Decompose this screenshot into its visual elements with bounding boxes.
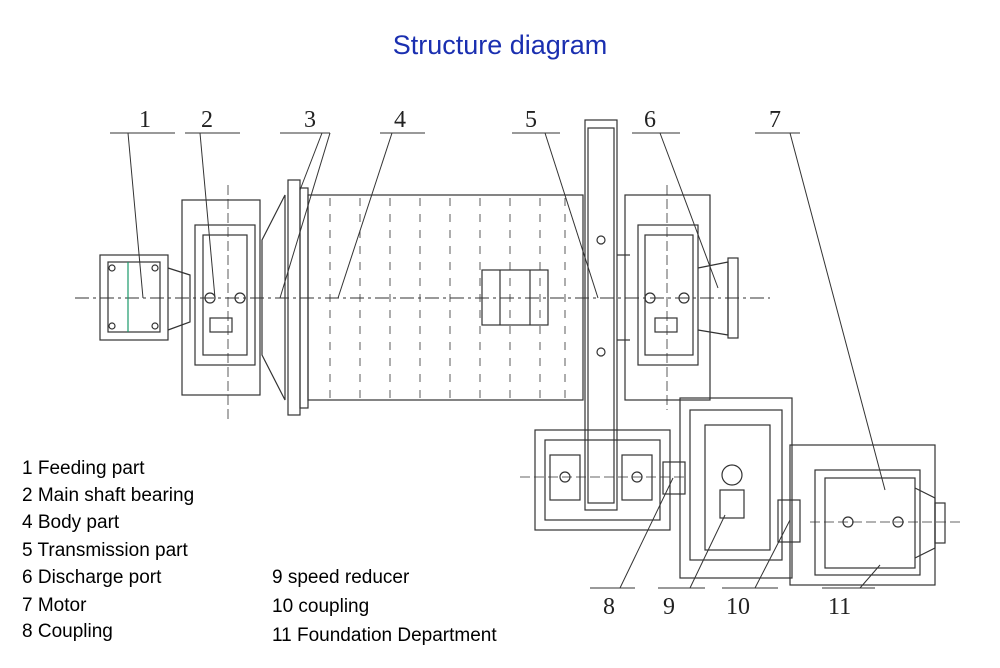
foundation <box>789 444 936 586</box>
diagram-title: Structure diagram <box>392 30 608 60</box>
speed-reducer <box>679 397 793 579</box>
motor <box>810 477 960 569</box>
legend-item: 7 Motor <box>22 595 87 616</box>
callout-2: 2 <box>201 107 213 133</box>
callout-7: 7 <box>769 107 781 133</box>
pinion-assembly <box>520 429 685 531</box>
legend-item: 6 Discharge port <box>22 567 162 588</box>
coupling-8 <box>662 461 686 495</box>
legend-item: 4 Body part <box>22 512 120 533</box>
callout-4: 4 <box>394 107 406 133</box>
legend-item: 8 Coupling <box>22 621 113 642</box>
main-shaft-bearing-right <box>624 185 711 410</box>
callout-10: 10 <box>726 594 750 620</box>
leader-lines <box>110 132 886 589</box>
legend-item: 10 coupling <box>272 596 370 617</box>
callout-6: 6 <box>644 107 656 133</box>
mill-body <box>307 194 584 401</box>
main-shaft-bearing-left <box>181 185 261 420</box>
legend-item: 1 Feeding part <box>22 458 145 479</box>
coupling-10 <box>777 499 801 543</box>
callout-5: 5 <box>525 107 537 133</box>
transmission-gear <box>584 119 630 511</box>
legend-item: 2 Main shaft bearing <box>22 485 195 506</box>
legend-item: 5 Transmission part <box>22 540 188 561</box>
callout-1: 1 <box>139 107 151 133</box>
discharge-port <box>697 257 739 339</box>
legend-item: 9 speed reducer <box>272 567 410 588</box>
legend-item: 11 Foundation Department <box>272 625 497 646</box>
feeding-part <box>99 254 191 341</box>
callout-3: 3 <box>304 107 316 133</box>
callout-8: 8 <box>603 594 615 620</box>
callout-11: 11 <box>828 594 852 620</box>
callout-9: 9 <box>663 594 675 620</box>
